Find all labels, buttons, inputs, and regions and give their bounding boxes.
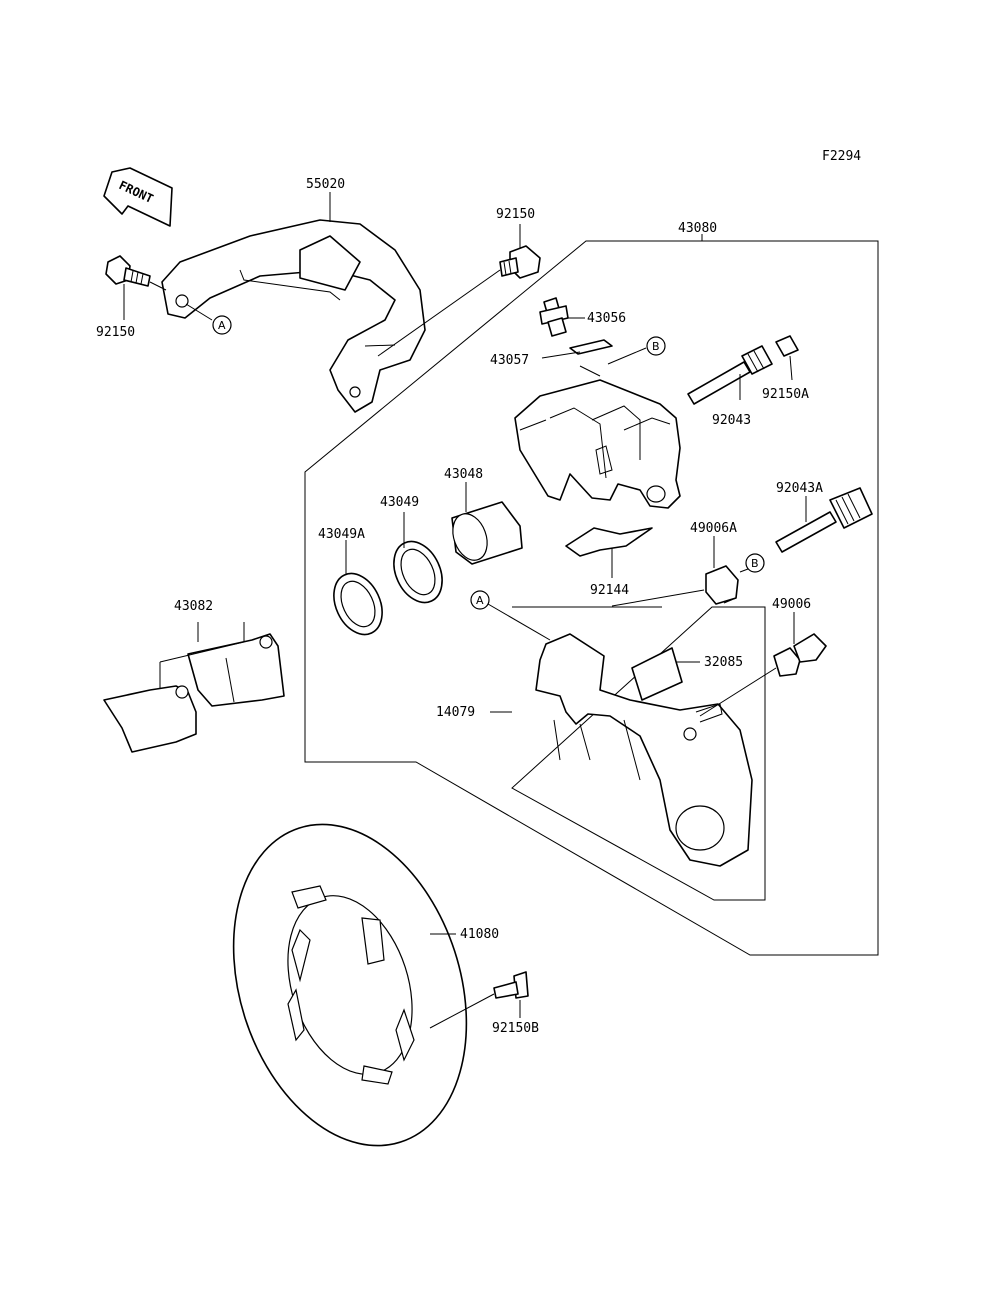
- slide-pin-92043: [687, 345, 773, 405]
- assembly-outline-43080: [304, 240, 879, 956]
- seal-43049A: [333, 572, 383, 636]
- slide-pin-92043A: [775, 487, 873, 553]
- label-32085: 32085: [704, 655, 743, 670]
- brake-pads-43082: [103, 633, 285, 753]
- callout-a-caliper: A: [470, 590, 490, 610]
- label-92150-top: 92150: [496, 207, 535, 222]
- figure-code: F2294: [822, 149, 861, 164]
- callout-b-top: B: [646, 336, 666, 356]
- label-43049A: 43049A: [318, 527, 365, 542]
- bolt-92150-left: [105, 255, 151, 287]
- callout-b-right-label: B: [751, 557, 759, 570]
- label-43049: 43049: [380, 495, 419, 510]
- label-41080: 41080: [460, 927, 499, 942]
- label-49006A: 49006A: [690, 521, 737, 536]
- label-92043A: 92043A: [776, 481, 823, 496]
- bolt-92150B: [493, 971, 529, 999]
- label-49006: 49006: [772, 597, 811, 612]
- label-92144: 92144: [590, 583, 629, 598]
- label-92043: 92043: [712, 413, 751, 428]
- callout-b-top-label: B: [652, 340, 660, 353]
- label-55020: 55020: [306, 177, 345, 192]
- label-43048: 43048: [444, 467, 483, 482]
- label-43056: 43056: [587, 311, 626, 326]
- callout-a-bracket: A: [185, 303, 232, 335]
- boot-49006A: [705, 565, 739, 605]
- front-arrow-icon: FRONT: [103, 167, 173, 227]
- bolt-92150-top: [499, 245, 541, 279]
- label-92150A: 92150A: [762, 387, 809, 402]
- callout-a-caliper-label: A: [476, 594, 484, 607]
- leader-lines: [123, 192, 807, 1029]
- caliper-body: [514, 379, 681, 509]
- label-92150B: 92150B: [492, 1021, 539, 1036]
- cap-92150A: [775, 335, 799, 357]
- assembly-outline-14079: [511, 606, 766, 901]
- callout-b-right: B: [745, 553, 765, 573]
- bleeder-valve-43056: [539, 297, 569, 337]
- boot-49006: [773, 633, 827, 677]
- piston-43048: [451, 501, 523, 565]
- label-43057: 43057: [490, 353, 529, 368]
- brake-disc-41080: [232, 823, 468, 1147]
- label-92150-left: 92150: [96, 325, 135, 340]
- pad-spring-32085: [631, 647, 683, 701]
- caliper-holder-14079: [535, 633, 753, 867]
- label-43080: 43080: [678, 221, 717, 236]
- cap-43057: [569, 339, 613, 355]
- label-14079: 14079: [436, 705, 475, 720]
- callout-a-bracket-label: A: [218, 319, 226, 332]
- part-labels: 55020 92150 92150 43080 43056 43057 9204…: [96, 177, 823, 1036]
- label-43082: 43082: [174, 599, 213, 614]
- seal-43049: [393, 540, 443, 604]
- pad-spring-92144: [565, 527, 653, 557]
- bracket-55020: [161, 219, 426, 413]
